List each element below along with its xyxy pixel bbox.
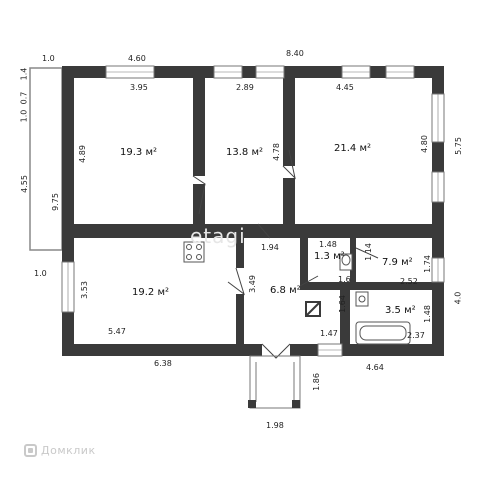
- dimension-label: 1.48: [319, 240, 337, 249]
- interior-wall: [340, 290, 350, 350]
- dimension-label: 4.55: [19, 175, 29, 193]
- dimension-label: 4.0: [453, 291, 463, 305]
- dimension-label: 2.52: [400, 277, 418, 286]
- interior-wall: [62, 224, 292, 238]
- dimension-label: 1.48: [422, 305, 432, 323]
- interior-wall: [350, 238, 356, 290]
- dimension-label: 1.0: [19, 109, 29, 123]
- interior-wall: [283, 66, 295, 166]
- door: [355, 247, 379, 259]
- porch-post: [292, 400, 300, 408]
- dimension-label: 0.7: [19, 91, 29, 105]
- house-icon: [24, 444, 37, 457]
- dimension-label: 3.53: [79, 281, 89, 299]
- dimension-label: 4.78: [271, 143, 281, 161]
- dimension-label: 1.14: [363, 243, 373, 261]
- dimension-label: 5.75: [453, 137, 463, 155]
- room-area-label: 21.4 м²: [334, 143, 371, 154]
- dimension-label: 2.89: [236, 83, 254, 92]
- dimension-label: 1.47: [320, 329, 338, 338]
- outer-wall-bottom-right: [290, 344, 444, 356]
- room-area-label: 19.3 м²: [120, 147, 157, 158]
- brand-logo: Домклик: [24, 444, 96, 457]
- dimension-label: 8.40: [286, 49, 304, 58]
- dimension-label: 6.38: [154, 359, 172, 368]
- watermark: etagi: [190, 224, 246, 248]
- door: [227, 267, 245, 296]
- door: [299, 275, 319, 287]
- dimension-label: 1.98: [266, 421, 284, 430]
- door: [257, 223, 271, 239]
- interior-wall: [356, 282, 444, 290]
- dimension-label: 9.75: [50, 193, 60, 211]
- room-area-label: 7.9 м²: [382, 257, 413, 268]
- shaft: [305, 301, 321, 317]
- dimension-label: 1.6: [338, 275, 351, 284]
- room-area-label: 19.2 м²: [132, 287, 169, 298]
- toilet: [339, 253, 353, 271]
- bathtub: [355, 321, 411, 345]
- room-area-label: 6.8 м²: [270, 285, 301, 296]
- interior-wall: [236, 294, 244, 350]
- brand-name: Домклик: [41, 444, 96, 457]
- dimension-label: 3.49: [247, 275, 257, 293]
- outer-wall-bottom-left: [62, 344, 262, 356]
- stove: [183, 241, 205, 263]
- dimension-label: 1.0: [34, 269, 47, 278]
- dimension-label: 1.74: [422, 255, 432, 273]
- interior-wall: [193, 66, 205, 176]
- dimension-label: 4.45: [336, 83, 354, 92]
- sink: [355, 291, 369, 307]
- dimension-label: 1.86: [311, 373, 321, 391]
- dimension-label: 1.94: [261, 243, 279, 252]
- room-area-label: 1.3 м²: [314, 251, 345, 262]
- door: [261, 343, 291, 359]
- balcony: [29, 67, 63, 251]
- interior-wall: [300, 238, 308, 282]
- door: [192, 175, 206, 215]
- dimension-label: 1.64: [337, 295, 347, 313]
- dimension-label: 5.47: [108, 327, 126, 336]
- dimension-label: 4.80: [419, 135, 429, 153]
- interior-wall: [300, 282, 356, 290]
- porch: [249, 355, 301, 409]
- dimension-label: 1.4: [19, 67, 29, 81]
- dimension-label: 4.60: [128, 54, 146, 63]
- dimension-label: 4.89: [77, 145, 87, 163]
- dimension-label: 4.64: [366, 363, 384, 372]
- interior-wall: [292, 224, 444, 238]
- dimension-label: 2.37: [407, 331, 425, 340]
- room-area-label: 3.5 м²: [385, 305, 416, 316]
- dimension-label: 1.0: [42, 54, 55, 63]
- porch-post: [248, 400, 256, 408]
- room-area-label: 13.8 м²: [226, 147, 263, 158]
- interior-wall: [236, 238, 244, 268]
- interior-wall: [283, 178, 295, 234]
- door: [282, 149, 296, 180]
- dimension-label: 3.95: [130, 83, 148, 92]
